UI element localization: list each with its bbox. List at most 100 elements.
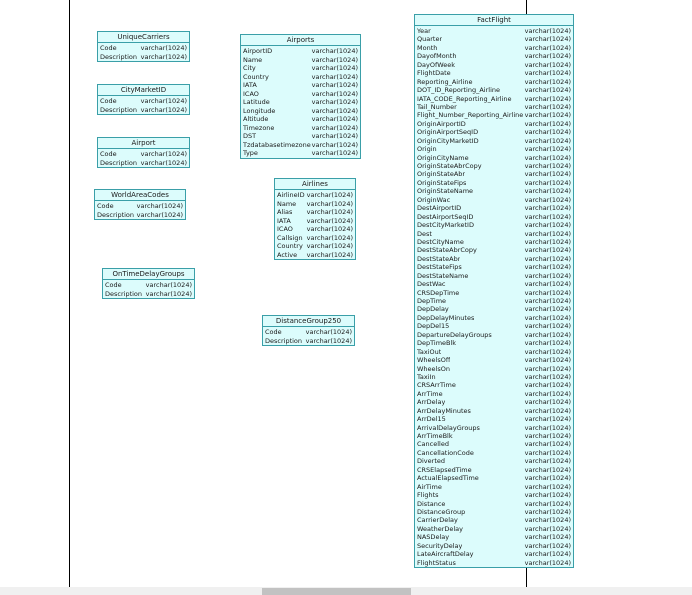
scrollbar-thumb[interactable] bbox=[262, 588, 411, 595]
